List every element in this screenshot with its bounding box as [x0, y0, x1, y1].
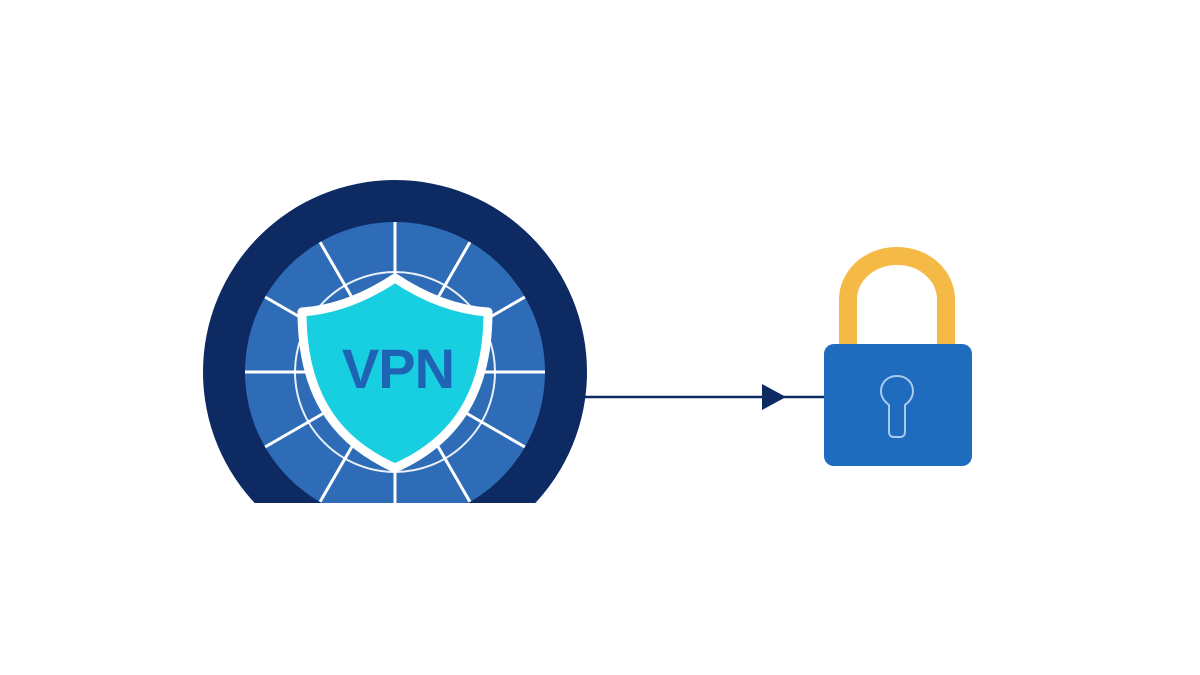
lock-keyhole — [879, 374, 915, 438]
arrowhead — [762, 384, 786, 410]
shield-label: VPN — [342, 337, 454, 400]
lock-body — [824, 344, 972, 466]
shield-shape — [297, 273, 493, 473]
shield-icon: VPN — [297, 273, 493, 473]
padlock-icon — [824, 246, 972, 466]
lock-shackle — [839, 246, 955, 359]
arrow-right-icon — [578, 384, 828, 410]
